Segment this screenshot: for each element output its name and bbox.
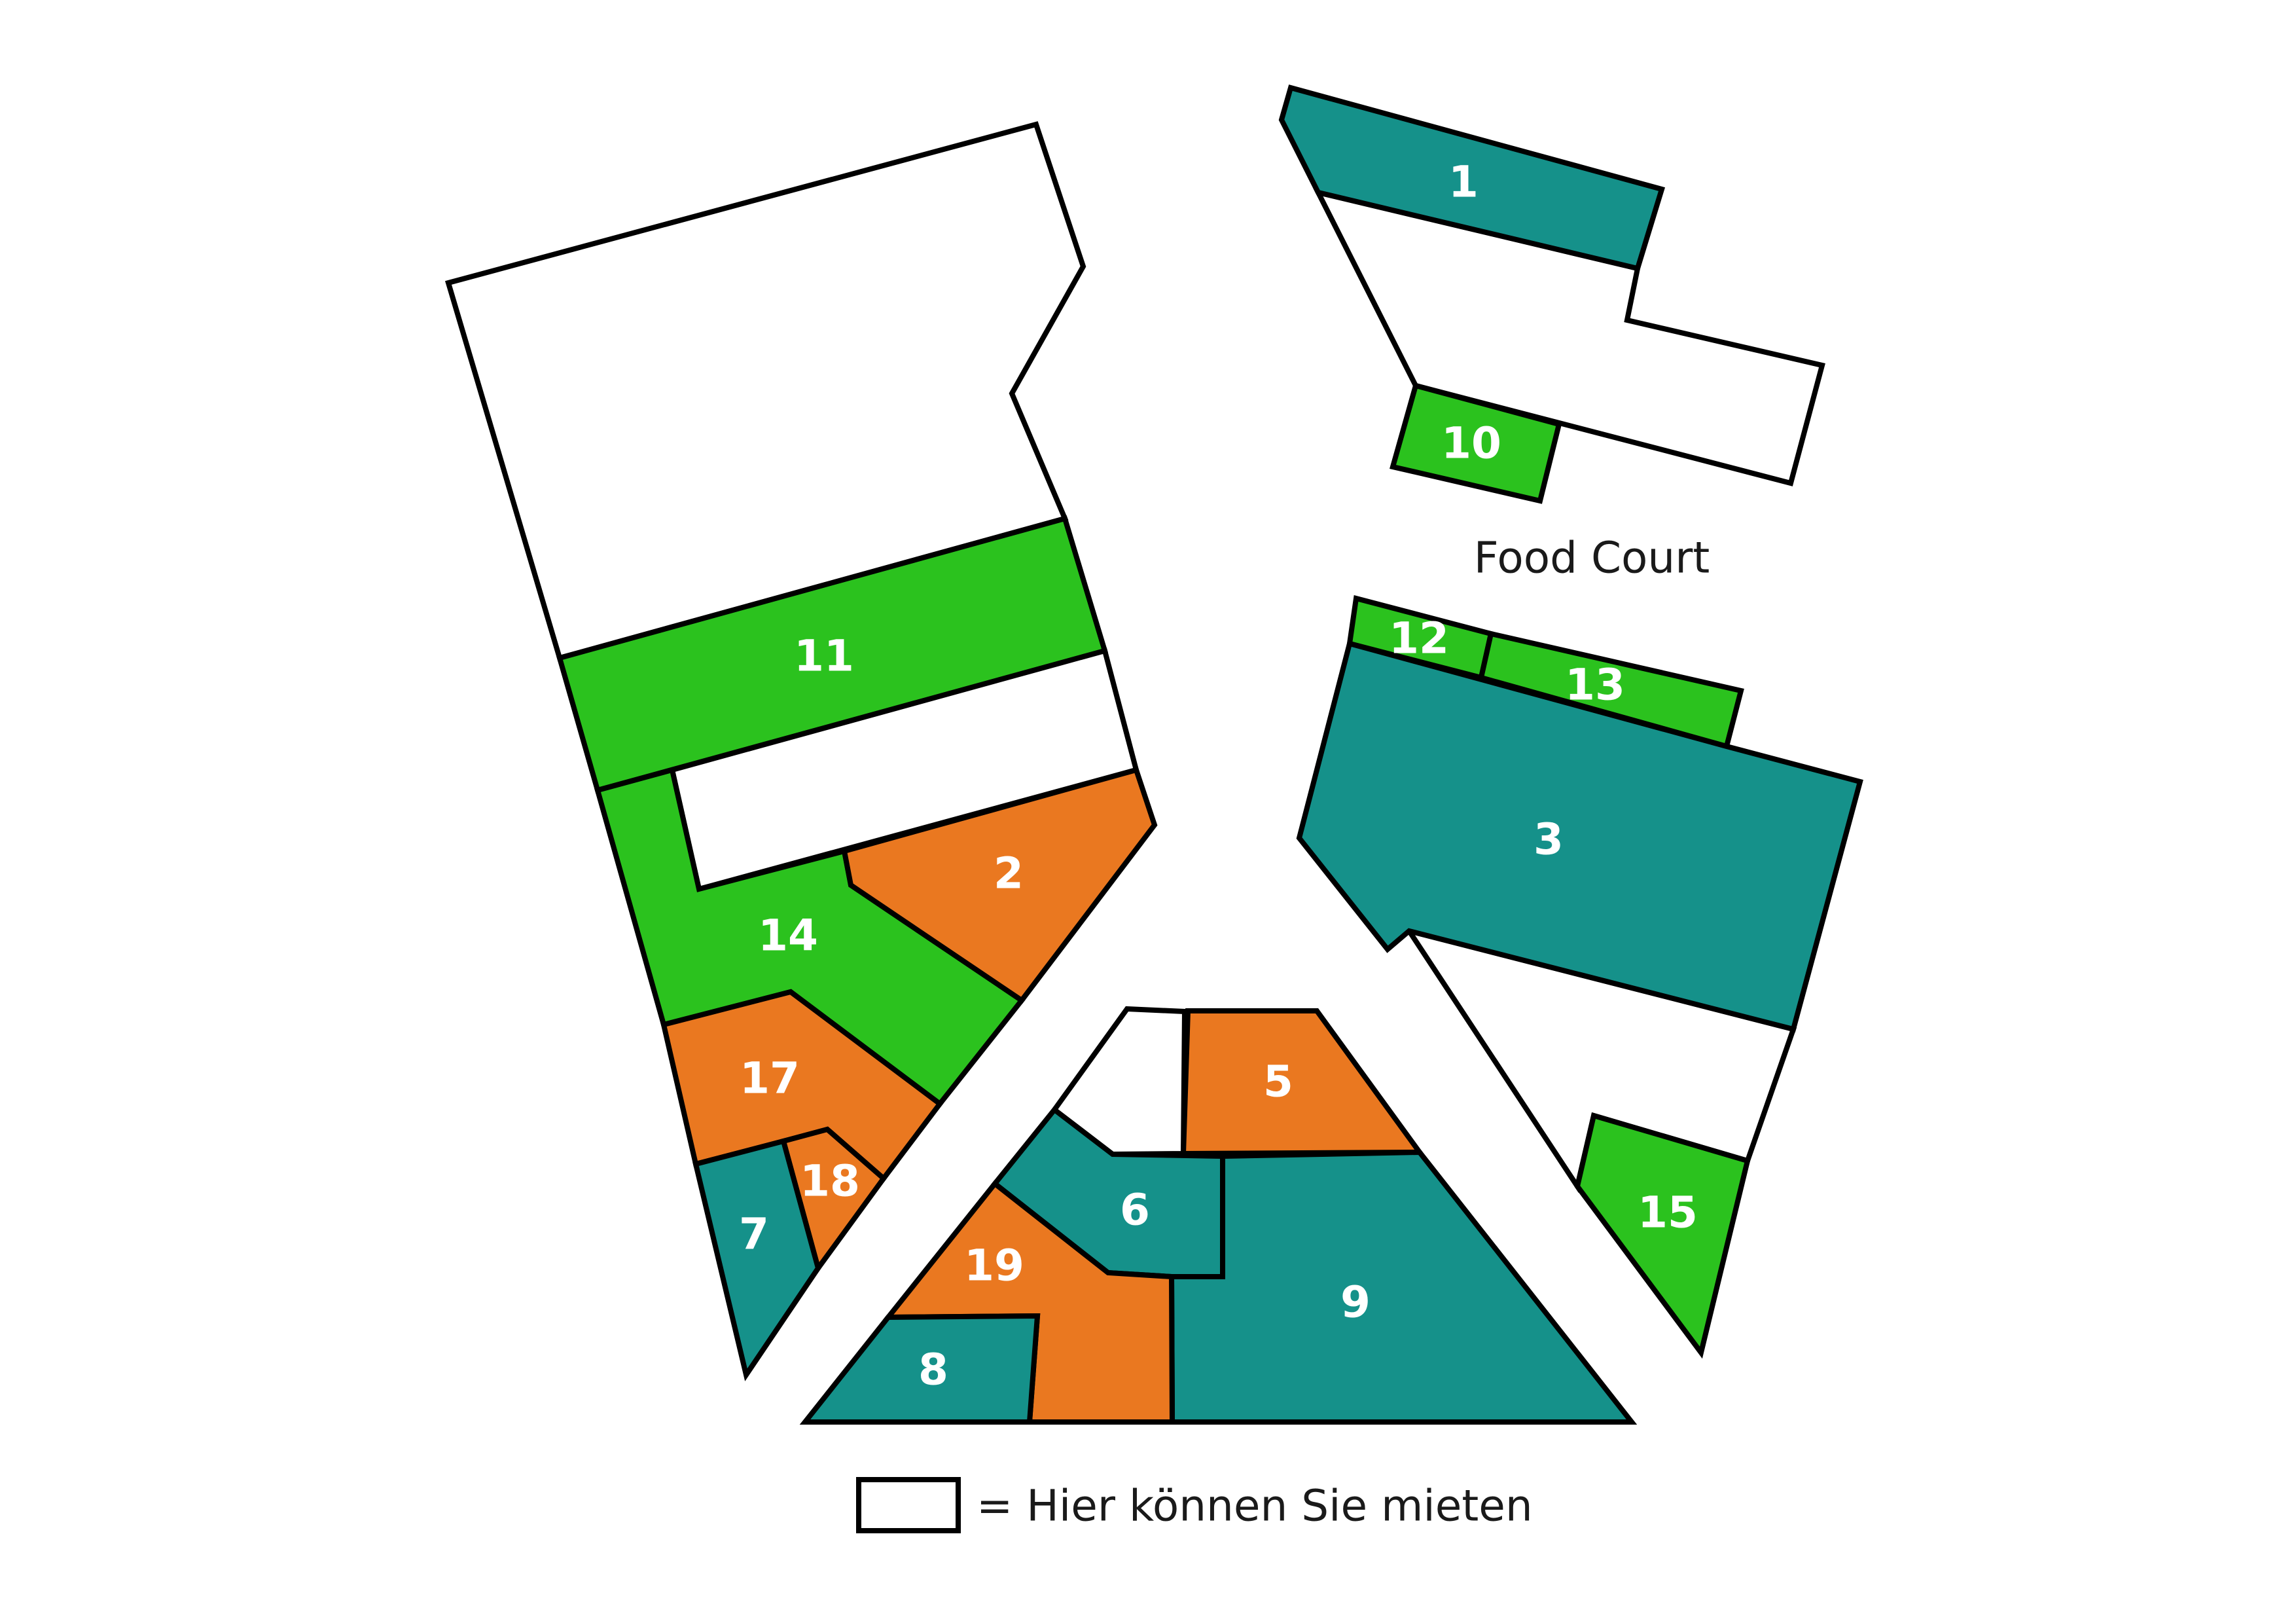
legend: = Hier können Sie mieten bbox=[856, 1477, 1533, 1533]
unit-10[interactable] bbox=[1390, 382, 1562, 504]
unit-label-9: 9 bbox=[1340, 1277, 1371, 1328]
unit-3[interactable] bbox=[1296, 640, 1863, 1032]
unit-label-8: 8 bbox=[918, 1345, 948, 1395]
unit-label-13: 13 bbox=[1565, 660, 1625, 710]
unit-2[interactable] bbox=[841, 767, 1158, 1004]
unit-15[interactable] bbox=[1574, 1112, 1751, 1359]
unit-label-18: 18 bbox=[800, 1156, 860, 1207]
unit-label-19: 19 bbox=[964, 1241, 1024, 1291]
unit-label-6: 6 bbox=[1120, 1185, 1150, 1235]
unit-label-10: 10 bbox=[1441, 418, 1501, 469]
unit-7[interactable] bbox=[692, 1138, 821, 1381]
unit-5[interactable] bbox=[1180, 1008, 1425, 1157]
unit-9[interactable] bbox=[1168, 1149, 1638, 1425]
unit-1[interactable] bbox=[1278, 84, 1666, 272]
unit-label-3: 3 bbox=[1534, 814, 1564, 865]
food-court-label: Food Court bbox=[1474, 533, 1710, 583]
unit-label-17: 17 bbox=[740, 1053, 800, 1104]
unit-label-12: 12 bbox=[1389, 613, 1449, 664]
unit-label-2: 2 bbox=[994, 848, 1024, 899]
unit-8[interactable] bbox=[799, 1313, 1041, 1425]
unit-label-15: 15 bbox=[1638, 1188, 1698, 1238]
unit-label-1: 1 bbox=[1448, 157, 1479, 208]
unit-label-11: 11 bbox=[794, 631, 854, 682]
unit-label-7: 7 bbox=[739, 1209, 769, 1260]
legend-vacant-swatch bbox=[856, 1477, 961, 1533]
unit-label-14: 14 bbox=[758, 911, 818, 961]
legend-text: = Hier können Sie mieten bbox=[977, 1481, 1533, 1531]
unit-label-5: 5 bbox=[1263, 1057, 1293, 1107]
